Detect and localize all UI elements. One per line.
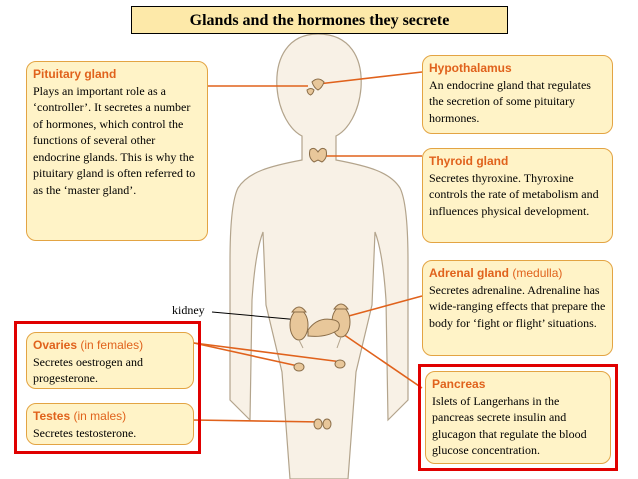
pituitary-heading: Pituitary gland — [33, 67, 117, 81]
ovaries-box: Ovaries (in females) Secretes oestrogen … — [26, 332, 194, 389]
pituitary-gland-box: Pituitary gland Plays an important role … — [26, 61, 208, 241]
connector-lines — [191, 71, 423, 423]
ovaries-testes-highlight-frame — [14, 321, 201, 454]
right-testis — [322, 418, 332, 430]
ovaries-description: Secretes oestrogen and progesterone. — [33, 354, 143, 386]
pancreas-connector — [339, 331, 423, 389]
left-ovary — [293, 362, 305, 372]
ovaries-connector-left — [193, 342, 299, 367]
thyroid-gland-box: Thyroid gland Secretes thyroxine. Thyrox… — [422, 148, 613, 243]
testes-heading: Testes (in males) — [33, 408, 187, 425]
testes-connector — [191, 419, 323, 423]
left-kidney — [289, 309, 309, 341]
pancreas-organ — [307, 318, 340, 337]
kidney-pointer — [211, 311, 301, 321]
right-ovary — [334, 359, 346, 369]
ovaries-heading-main: Ovaries — [33, 338, 78, 352]
hypothalamus-description: An endocrine gland that regulates the se… — [429, 77, 591, 125]
left-adrenal-gland — [291, 306, 307, 313]
adrenal-gland-box: Adrenal gland (medulla) Secretes adrenal… — [422, 260, 613, 356]
thyroid-description: Secretes thyroxine. Thyroxine controls t… — [429, 170, 599, 218]
pancreas-heading: Pancreas — [432, 377, 486, 391]
pituitary-gland — [306, 88, 315, 96]
adrenal-description: Secretes adrenaline. Adrenaline has wide… — [429, 282, 606, 330]
pancreas-description: Islets of Langerhans in the pancreas sec… — [432, 393, 587, 458]
diagram-title: Glands and the hormones they secrete — [131, 6, 508, 34]
pancreas-box: Pancreas Islets of Langerhans in the pan… — [425, 371, 611, 464]
hypothalamus-connector — [317, 71, 423, 85]
glands — [289, 78, 351, 430]
testes-box: Testes (in males) Secretes testosterone. — [26, 403, 194, 445]
adrenal-heading-main: Adrenal gland — [429, 266, 510, 280]
ovaries-heading: Ovaries (in females) — [33, 337, 187, 354]
hypothalamus-box: Hypothalamus An endocrine gland that reg… — [422, 55, 613, 134]
testes-heading-main: Testes — [33, 409, 71, 423]
right-adrenal-gland — [333, 303, 349, 310]
testes-heading-note: (in males) — [73, 409, 127, 423]
human-body-silhouette — [229, 33, 409, 479]
hypothalamus-gland — [311, 78, 325, 91]
thyroid-gland — [309, 147, 327, 163]
kidney-label: kidney — [172, 303, 205, 317]
testes-description: Secretes testosterone. — [33, 425, 137, 440]
ovaries-heading-note: (in females) — [80, 338, 144, 352]
adrenal-heading: Adrenal gland (medulla) — [429, 265, 606, 282]
pituitary-description: Plays an important role as a ‘controller… — [33, 83, 196, 197]
adrenal-heading-note: (medulla) — [512, 266, 563, 280]
thyroid-heading: Thyroid gland — [429, 154, 509, 168]
ovaries-connector-right — [193, 342, 343, 363]
hypothalamus-heading: Hypothalamus — [429, 61, 512, 75]
pancreas-highlight-frame — [418, 364, 618, 471]
left-testis — [313, 418, 323, 430]
